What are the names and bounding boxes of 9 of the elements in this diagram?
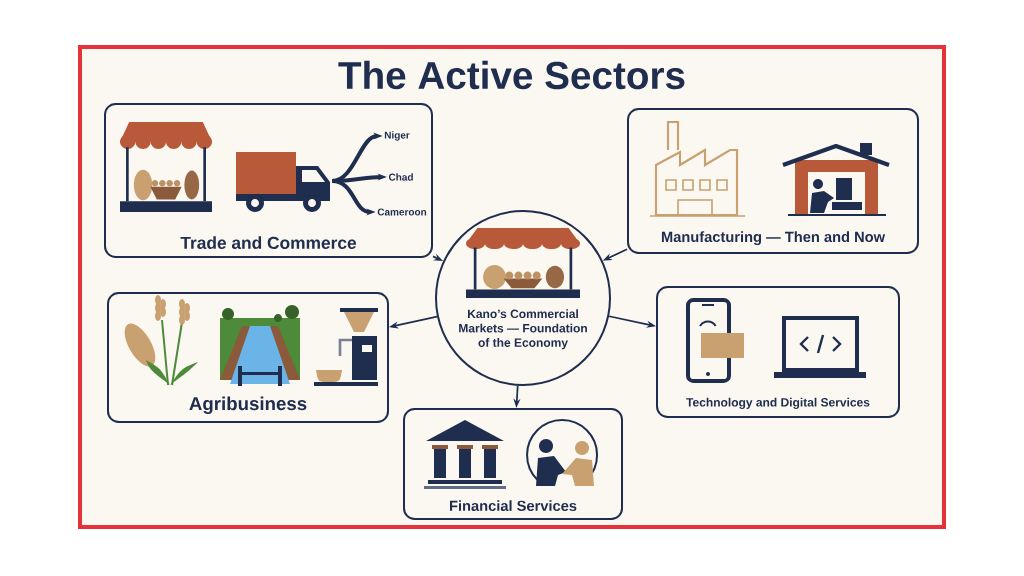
- destination-label: Niger: [384, 131, 410, 141]
- destination-label: Chad: [388, 173, 413, 181]
- sector-box: Technology and Digital Services: [656, 286, 900, 418]
- sector-box: Manufacturing — Then and Now: [627, 108, 919, 254]
- sector-box: Financial Services: [403, 408, 623, 520]
- title: The Active Sectors: [338, 60, 685, 90]
- truck-drawing: [236, 152, 330, 212]
- sector-box: Agribusiness: [107, 292, 389, 423]
- destination-label: Cameroon: [377, 208, 427, 216]
